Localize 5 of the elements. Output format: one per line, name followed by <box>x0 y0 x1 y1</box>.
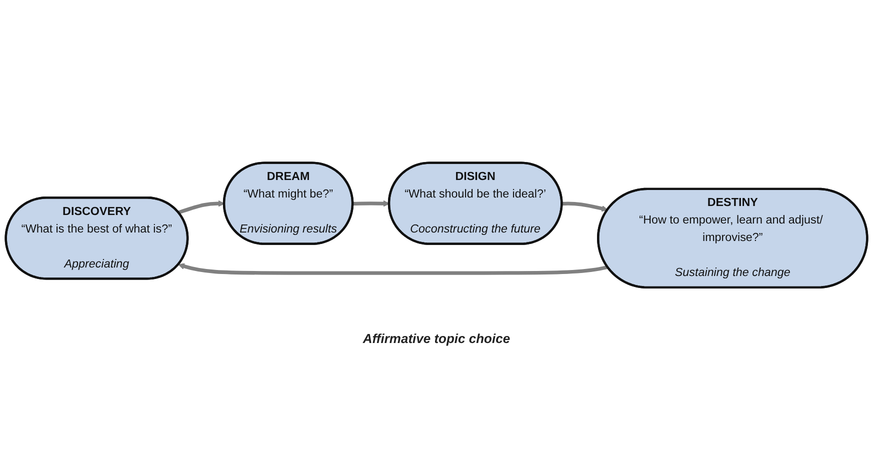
arrow <box>352 200 390 207</box>
arrow <box>178 200 225 214</box>
center-note: Affirmative topic choice <box>362 331 510 346</box>
arrow <box>562 202 608 212</box>
arrow <box>178 263 608 275</box>
